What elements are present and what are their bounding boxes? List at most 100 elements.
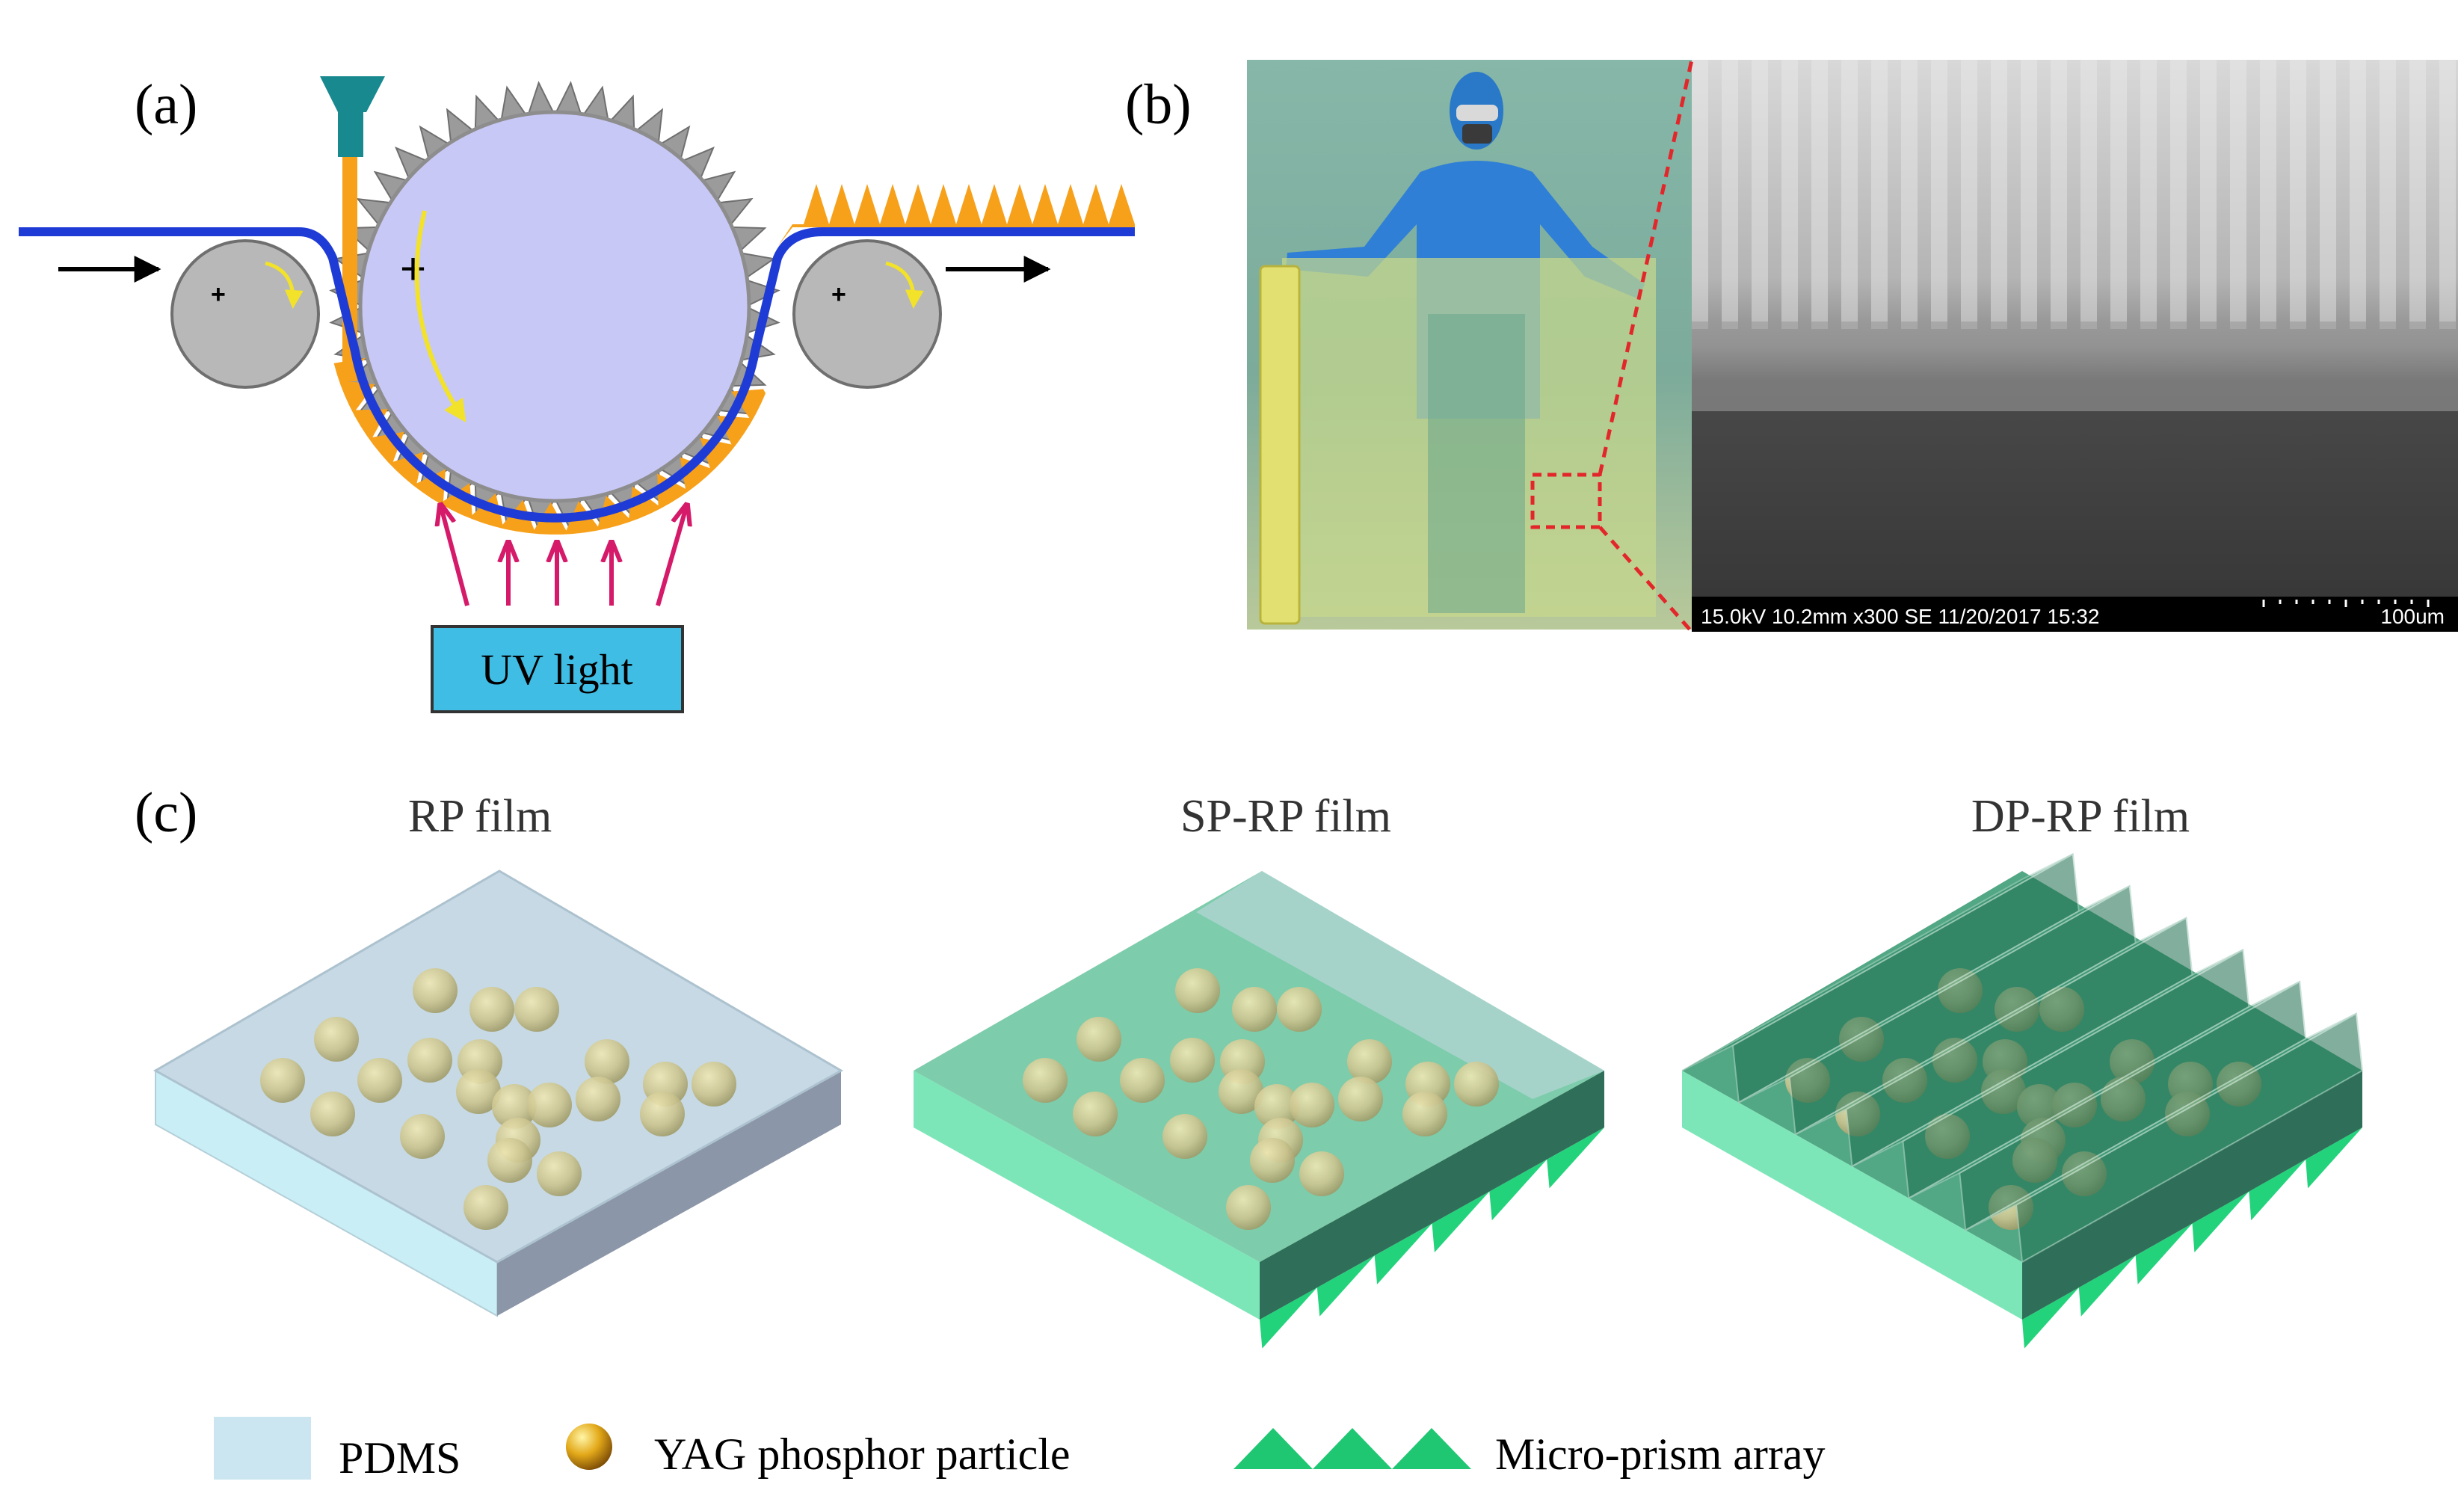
panel-b-label: (b) (1125, 73, 1192, 136)
panel-a-label: (a) (135, 73, 197, 136)
zoom-region-box (1530, 473, 1602, 529)
sem-prism-ridges (1692, 60, 2458, 411)
micro-prism (1316, 1255, 1375, 1317)
sem-image: 15.0kV 10.2mm x300 SE 11/20/2017 15:32 1… (1692, 60, 2458, 632)
person-goggles (1456, 105, 1498, 121)
phosphor-particle-icon (260, 1058, 305, 1103)
phosphor-particle-icon (1073, 1092, 1118, 1136)
sem-ridge (2350, 60, 2366, 329)
sem-ridge (2380, 60, 2396, 329)
sem-ridge (2409, 60, 2426, 329)
person-legs (1428, 314, 1525, 613)
rp-film-right-face (497, 1071, 841, 1316)
resin-nozzle-icon (320, 76, 385, 112)
phosphor-particle-icon (1338, 1077, 1383, 1121)
panel-b: (b) 15.0kV 10.2mm x300 SE 11/20/2017 15:… (1125, 59, 2458, 633)
phosphor-particle-icon (310, 1092, 355, 1136)
micro-prism (2135, 1223, 2193, 1284)
phosphor-particle-icon (407, 1038, 452, 1083)
sem-ridge (1692, 60, 1708, 329)
uv-light-box (431, 625, 684, 713)
sem-ridge (1811, 60, 1828, 329)
panel-a: (a) + + + (19, 73, 1135, 713)
right-roller (792, 239, 942, 389)
film-title-dp-rp: DP-RP film (1971, 791, 2190, 842)
sem-ridge (1781, 60, 1798, 329)
sp-rp-film-particles (1023, 968, 1499, 1230)
rp-film (153, 870, 844, 1317)
phosphor-particle-icon (456, 1069, 501, 1114)
phosphor-particle-icon (692, 1062, 736, 1107)
legend-pdms-swatch (214, 1417, 311, 1480)
sem-ridge (2320, 60, 2336, 329)
uv-arrow-icon (441, 507, 469, 606)
sem-scale-label: 100um (2380, 605, 2445, 628)
phosphor-particle-icon (469, 987, 514, 1032)
legend: PDMS YAG phosphor particle Micro-prism a… (214, 1417, 1826, 1483)
micro-prism (2192, 1191, 2249, 1253)
sem-ridge (2080, 60, 2097, 329)
micro-prism (1547, 1127, 1604, 1189)
uv-arrow-icon (656, 507, 686, 606)
sem-ridge (2260, 60, 2276, 329)
phosphor-particle-icon (1232, 987, 1277, 1032)
micro-prism (2249, 1159, 2306, 1221)
film-path (19, 227, 1135, 523)
phosphor-particle-icon (1402, 1092, 1447, 1136)
phosphor-particle-icon (1299, 1151, 1344, 1196)
sem-ridge (2439, 60, 2456, 329)
phosphor-particle-icon (576, 1077, 620, 1121)
uv-arrows (441, 507, 686, 606)
panel-c: (c) RP film SP-RP film DP-RP film (135, 781, 2364, 1349)
sem-ridge (1841, 60, 1858, 329)
phosphor-particle-icon (585, 1039, 629, 1084)
micro-prism (1489, 1159, 1547, 1221)
photo-person-with-film (1247, 60, 1692, 630)
phosphor-particle-icon (413, 968, 458, 1013)
sem-film-layer (1692, 321, 2458, 411)
sp-rp-film (914, 871, 1604, 1349)
phosphor-particle-icon (1254, 1084, 1299, 1129)
phosphor-particle-icon (1219, 1069, 1263, 1114)
sp-rp-film-top-highlight (1196, 871, 1604, 1099)
phosphor-particle-icon (400, 1114, 445, 1159)
legend-phosphor-label: YAG phosphor particle (654, 1429, 1071, 1479)
film-title-sp-rp: SP-RP film (1180, 791, 1391, 842)
phosphor-particle-icon (1077, 1017, 1121, 1062)
output-film-teeth (777, 184, 1135, 247)
phosphor-particle-icon (527, 1083, 572, 1127)
phosphor-particle-icon (640, 1092, 685, 1136)
phosphor-particle-icon (1250, 1138, 1295, 1183)
phosphor-particle-icon (1120, 1058, 1165, 1103)
left-roller-rotation-icon (265, 261, 304, 309)
sem-ridge (2290, 60, 2306, 329)
phosphor-particle-icon (1162, 1114, 1207, 1159)
sp-rp-film-prisms (1260, 1127, 1604, 1349)
phosphor-particle-icon (487, 1138, 532, 1183)
top-prism-ridge (2015, 1012, 2364, 1264)
micro-prism (2078, 1255, 2136, 1317)
sem-ridge (2021, 60, 2037, 329)
sem-ridge (1931, 60, 1947, 329)
resin-teeth (333, 357, 766, 535)
legend-prism-label: Micro-prism array (1495, 1429, 1826, 1479)
left-roller-plus: + (211, 280, 226, 309)
rp-film-particles (260, 968, 736, 1230)
micro-prism (1260, 1287, 1317, 1349)
micro-prism (2022, 1287, 2079, 1349)
sem-info-text: 15.0kV 10.2mm x300 SE 11/20/2017 15:32 (1701, 605, 2099, 628)
phosphor-particle-icon (314, 1017, 359, 1062)
sem-ridge (1991, 60, 2007, 329)
sem-scale-ticks (2262, 600, 2430, 607)
right-roller-plus: + (831, 280, 846, 309)
dp-rp-film-left-face (1682, 1071, 2022, 1320)
uv-light-label: UV light (481, 645, 633, 694)
phosphor-particle-icon (1226, 1185, 1271, 1230)
left-roller (170, 239, 320, 389)
sp-rp-film-left-face (914, 1071, 1260, 1320)
phosphor-particle-icon (1170, 1038, 1215, 1083)
sp-rp-film-right-face (1260, 1071, 1604, 1320)
legend-phosphor-icon (566, 1424, 612, 1470)
sem-ridge (2200, 60, 2217, 329)
